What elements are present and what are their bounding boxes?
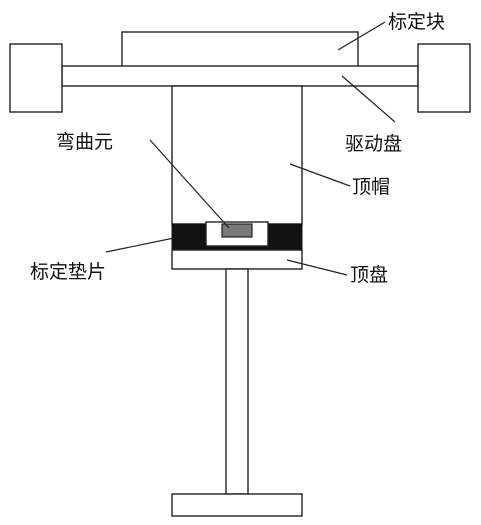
label-top-cap: 顶帽 [352, 176, 390, 198]
leader-calibration-block [337, 21, 386, 51]
label-calibration-block: 标定块 [388, 11, 445, 33]
right-end-block [417, 43, 471, 113]
leader-bending-element [149, 139, 230, 229]
leader-top-cap [289, 163, 351, 187]
label-top-plate: 顶盘 [350, 264, 388, 286]
leader-drive-disc [341, 75, 396, 123]
leader-top-plate [286, 259, 348, 276]
base-plate [171, 493, 303, 517]
top-plate [171, 249, 303, 270]
bending-element [221, 223, 253, 238]
leader-calibration-pad [105, 237, 175, 253]
label-bending-element: 弯曲元 [56, 131, 113, 153]
left-end-block [9, 43, 63, 113]
drive-disc-bar [61, 65, 419, 87]
shaft [225, 268, 249, 495]
top-cap [171, 85, 303, 225]
label-drive-disc: 驱动盘 [345, 133, 402, 155]
calibration-block [121, 31, 359, 69]
label-calibration-pad: 标定垫片 [30, 261, 106, 283]
